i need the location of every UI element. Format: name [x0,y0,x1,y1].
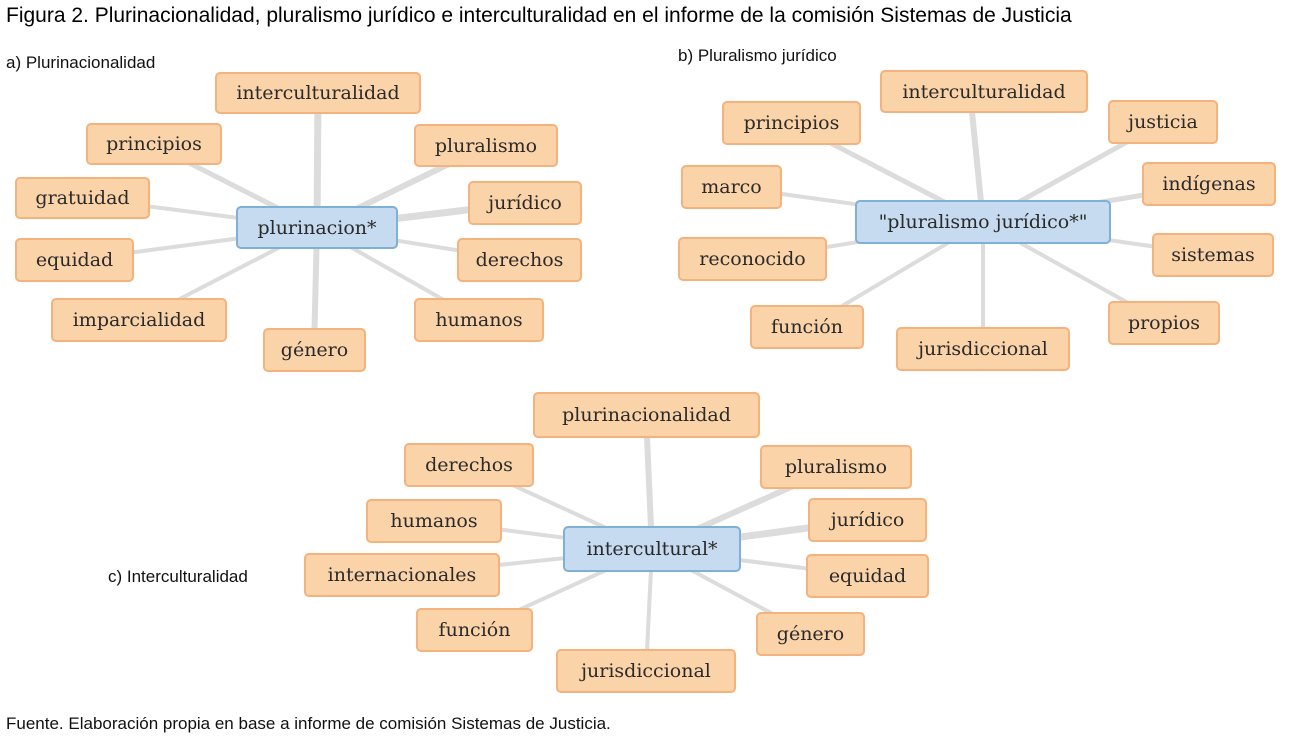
node-equidad: equidad [15,238,134,282]
node-derechos: derechos [404,443,534,487]
panel-c-label: c) Interculturalidad [108,567,248,586]
node-genero: género [756,612,865,656]
node-plurinacionalidad: plurinacionalidad [533,392,760,438]
node-funcion: función [416,608,533,652]
node-derechos: derechos [457,238,582,282]
node-pluralismo: pluralismo [414,124,558,167]
center-node-pluralismo-juridico: "pluralismo jurídico*" [855,200,1111,244]
node-indigenas: indígenas [1142,162,1276,206]
panel-a-label: a) Plurinacionalidad [6,53,156,72]
node-gratuidad: gratuidad [15,177,150,219]
node-pluralismo: pluralismo [760,445,912,489]
panel-b-label: b) Pluralismo jurídico [678,46,837,65]
node-interculturalidad: interculturalidad [880,70,1088,113]
node-sistemas: sistemas [1152,233,1274,277]
node-principios: principios [86,123,222,165]
node-reconocido: reconocido [678,237,827,281]
node-propios: propios [1108,301,1220,345]
node-funcion: función [750,305,864,349]
node-internacionales: internacionales [304,553,500,597]
node-principios: principios [722,101,861,145]
edge [313,90,322,232]
node-interculturalidad: interculturalidad [215,72,421,114]
node-imparcialidad: imparcialidad [51,298,227,342]
node-genero: género [263,328,366,372]
node-humanos: humanos [414,298,544,342]
node-juridico: jurídico [468,181,582,225]
center-node-intercultural: intercultural* [563,526,741,572]
figure-source: Fuente. Elaboración propia en base a inf… [6,714,611,733]
node-marco: marco [681,165,782,209]
center-node-plurinacion: plurinacion* [236,206,398,249]
node-juridico: jurídico [808,498,927,542]
node-justicia: justicia [1108,100,1218,144]
node-humanos: humanos [366,499,502,543]
node-jurisdiccional: jurisdiccional [556,649,736,693]
figure-title: Figura 2. Plurinacionalidad, pluralismo … [6,4,1072,27]
node-equidad: equidad [806,554,929,598]
node-jurisdiccional: jurisdiccional [896,327,1070,371]
